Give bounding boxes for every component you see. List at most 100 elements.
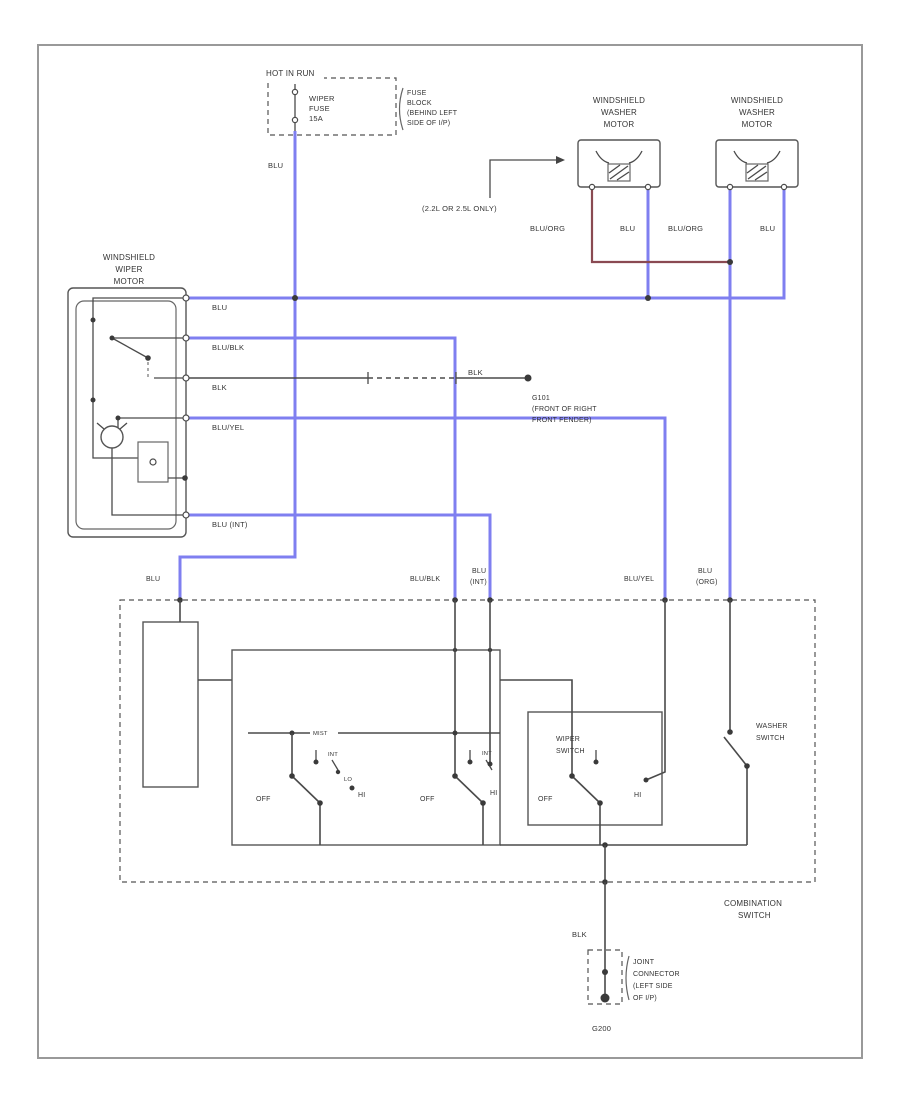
wire-label: BLK	[468, 368, 483, 377]
washer-motor-right: WINDSHIELD WASHER MOTOR	[715, 96, 799, 191]
brush-left	[595, 150, 610, 164]
g101-id: G101	[532, 395, 550, 402]
fuse-block: HOT IN RUN WIPER FUSE 15A FUSE BLOCK (BE…	[262, 66, 458, 136]
wiper-switch-label-2: SWITCH	[556, 748, 585, 755]
wire-label: BLU/YEL	[624, 576, 654, 583]
fuse-loc-2: BLOCK	[407, 100, 432, 107]
position-off: OFF	[420, 796, 435, 803]
switch-arm	[571, 775, 601, 804]
wiper-switch-section-1: OFF INT LO HI	[256, 733, 365, 845]
wiper-switch: WIPER SWITCH OFF HI	[500, 679, 663, 845]
pin	[726, 183, 734, 191]
washer-right-title-2: WASHER	[739, 108, 775, 117]
wire-blu-yel	[188, 416, 667, 600]
splice	[602, 969, 608, 975]
junction	[292, 295, 298, 301]
wire-label: BLU (INT)	[212, 520, 248, 529]
motor-brushes	[96, 422, 128, 430]
junction	[727, 259, 733, 265]
fuse-name-3: 15A	[309, 114, 323, 123]
switch-arm	[454, 775, 484, 804]
pin	[644, 183, 652, 191]
terminal-1	[182, 294, 190, 302]
ground-bottom: BLK JOINT CONNECTOR (LEFT SIDE OF I/P) G…	[572, 882, 680, 1033]
wire-label: BLU	[472, 568, 486, 575]
washer-left-title-2: WASHER	[601, 108, 637, 117]
park-switch-arm	[111, 337, 149, 359]
terminal-2	[182, 334, 190, 342]
wiper-switch-wafer-box	[231, 649, 501, 846]
fuse-terminal-top	[291, 88, 299, 96]
position-hi: HI	[358, 792, 365, 799]
position-off: OFF	[538, 796, 553, 803]
wire-label: BLU	[146, 576, 160, 583]
position-lo: LO	[344, 777, 352, 783]
wire-label: BLU/ORG	[668, 224, 703, 233]
wiper-switch-box	[527, 711, 663, 826]
engine-note: (2.2L OR 2.5L ONLY)	[422, 156, 565, 213]
wiper-switch-section-2: OFF INT HI	[420, 750, 497, 845]
terminal-4	[182, 414, 190, 422]
motor-symbol	[100, 425, 124, 449]
fuse-loc-1: FUSE	[407, 90, 427, 97]
wire-fuse-feed	[178, 131, 297, 600]
position-hi: HI	[634, 792, 641, 799]
joint-connector-box	[587, 949, 623, 1005]
g101-loc-1: (FRONT OF RIGHT	[532, 406, 597, 413]
terminal-3	[182, 374, 190, 382]
ground-wire-right	[188, 372, 532, 384]
wire-washer-join	[590, 189, 730, 264]
wire-blu-feed-bus	[188, 189, 786, 300]
washer-motor-left: WINDSHIELD WASHER MOTOR	[577, 96, 661, 191]
fuse-loc-3: (BEHIND LEFT	[407, 110, 458, 117]
wire-label: BLU	[698, 568, 712, 575]
joint-label-4: OF I/P)	[633, 995, 657, 1002]
joint-label-3: (LEFT SIDE	[633, 983, 673, 990]
washer-left-title-3: MOTOR	[604, 120, 635, 129]
position-hi: HI	[490, 790, 497, 797]
g101-loc-2: FRONT FENDER)	[532, 417, 592, 424]
park-block	[137, 441, 169, 483]
position-mist: MIST	[313, 731, 328, 737]
wire-blu-blk	[188, 336, 457, 600]
wiper-switch-label-1: WIPER	[556, 736, 580, 743]
page-border	[37, 44, 863, 1059]
position-off: OFF	[256, 796, 271, 803]
wiper-motor-inner-box	[75, 300, 177, 530]
hot-label: HOT IN RUN	[266, 69, 315, 78]
fuse-loc-4: SIDE OF I/P)	[407, 120, 450, 127]
position-int: INT	[328, 752, 338, 758]
fuse-name-2: FUSE	[309, 104, 330, 113]
comb-title-2: SWITCH	[738, 911, 771, 920]
wire-label: BLU/BLK	[410, 576, 440, 583]
wiper-motor-title-1: WINDSHIELD	[103, 253, 155, 262]
engine-note-text: (2.2L OR 2.5L ONLY)	[422, 204, 497, 213]
fuse-name-1: WIPER	[309, 94, 335, 103]
fuse-terminal-bottom	[291, 116, 299, 124]
junction	[645, 295, 651, 301]
blue-wires	[178, 131, 786, 600]
g200-label: G200	[592, 1024, 611, 1033]
armature	[607, 163, 631, 182]
switch-arm	[723, 736, 748, 767]
wire-label-blu-feed: BLU	[268, 161, 283, 170]
switch-arm	[291, 775, 321, 804]
wire-label: (ORG)	[696, 579, 718, 586]
fuse-block-box	[267, 77, 397, 136]
joint-label-1: JOINT	[633, 959, 655, 966]
wire-label: BLU/YEL	[212, 423, 244, 432]
arrowhead	[556, 156, 565, 164]
wire-label: BLK	[572, 930, 587, 939]
wire-label: BLU	[212, 303, 227, 312]
g101-note: BLK G101 (FRONT OF RIGHT FRONT FENDER)	[466, 367, 597, 424]
washer-switch-label-2: SWITCH	[756, 735, 785, 742]
wiper-motor: WINDSHIELD WIPER MOTOR	[67, 253, 190, 538]
wiper-motor-title-2: WIPER	[115, 265, 142, 274]
wiper-motor-box	[67, 287, 187, 538]
wire-label: BLU	[760, 224, 775, 233]
washer-right-title-1: WINDSHIELD	[731, 96, 783, 105]
ground-point-g101	[524, 374, 532, 382]
wire-label: BLU/ORG	[530, 224, 565, 233]
brush-right	[628, 150, 643, 164]
